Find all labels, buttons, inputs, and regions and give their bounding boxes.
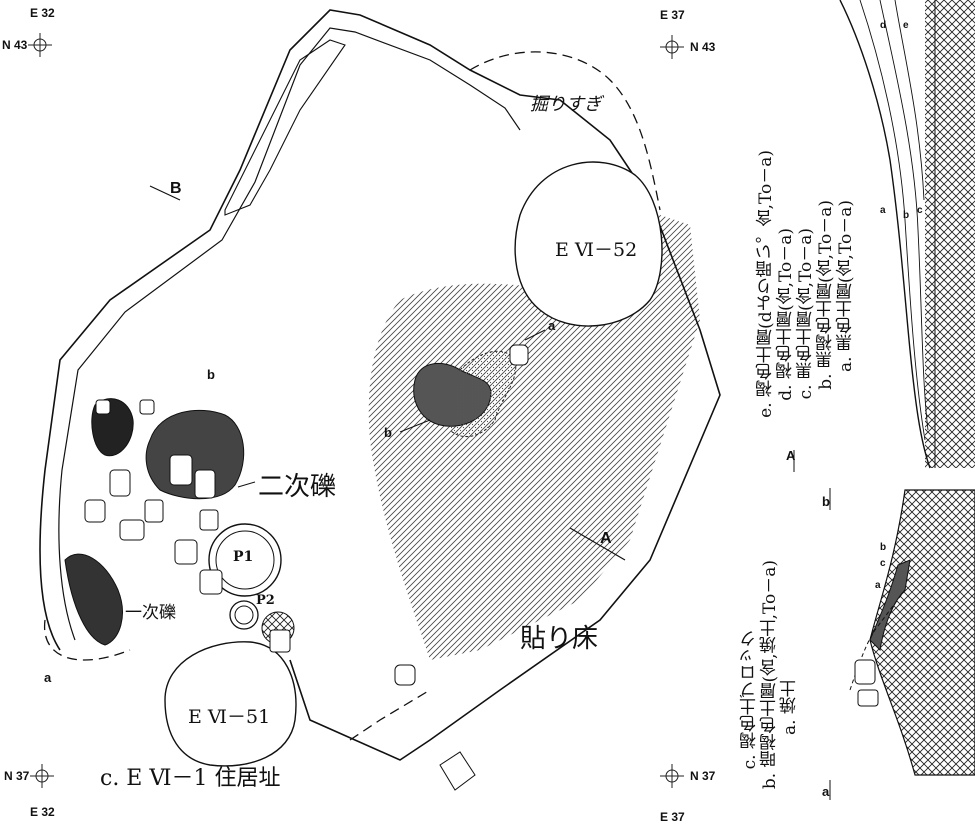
section-layer-a: a <box>880 205 886 216</box>
section-lower-stones <box>854 659 879 707</box>
label-p2: P2 <box>256 593 275 608</box>
section-label-A: A <box>786 448 796 463</box>
grid-label-n37-left: N 37 <box>4 769 30 783</box>
grid-marker-sw <box>30 764 54 788</box>
legend-lower-a: a. 焼土 <box>780 680 800 735</box>
leader-b <box>399 419 431 433</box>
section-label-b: b <box>822 494 830 509</box>
dashed-wall-south <box>349 689 431 741</box>
overdug-boundary <box>469 51 661 211</box>
leader-a <box>524 329 546 341</box>
grid-label-e32-bottom: E 32 <box>30 805 55 819</box>
grid-marker-nw <box>28 33 52 57</box>
section-line-b-marker <box>149 185 181 201</box>
section-lower-fill <box>869 559 911 652</box>
grid-label-n43-right: N 43 <box>690 40 716 54</box>
label-pasted-floor: 貼り床 <box>520 624 599 654</box>
label-pit-evi-51: E Ⅵ－51 <box>188 706 271 728</box>
label-pit-evi-52: E Ⅵ－52 <box>555 239 638 261</box>
section-lower-surface <box>849 589 906 691</box>
label-overdug: 掘りすぎ <box>530 94 602 115</box>
grid-marker-se <box>660 764 684 788</box>
label-point-a-plan: a <box>548 318 556 333</box>
section-line-a-marker <box>569 527 626 561</box>
section-label-a: a <box>822 784 830 799</box>
section-layer-e: e <box>903 20 909 31</box>
label-section-a: A <box>600 530 612 547</box>
section-layer-c: c <box>917 205 923 216</box>
legend-lower-c: c. 褐色土ブロック <box>740 630 760 770</box>
primary-gravel-dark <box>64 553 123 646</box>
grid-label-e37-top: E 37 <box>660 8 685 22</box>
leader-gravel <box>237 481 256 488</box>
section-layer-b: b <box>903 210 910 221</box>
pit-evi-52 <box>514 161 663 327</box>
label-point-b-gravel: b <box>207 367 215 382</box>
grid-label-e32-top: E 32 <box>30 6 55 20</box>
legend-upper-a: a. 黒色土層(含,To－a) <box>836 200 856 373</box>
pasted-floor-area <box>368 215 700 660</box>
dwelling-wall-inner-top <box>224 39 346 216</box>
grid-label-n37-right: N 37 <box>690 769 716 783</box>
legend-upper-e: e. 褐色土層(dより暗い。含,To－a) <box>756 150 776 418</box>
legend-upper-c: c. 黒色土層(含,To－a) <box>796 228 816 400</box>
legend-lower-b: b. 暗褐色土層(含,焼土,To－a) <box>760 560 780 790</box>
section-lower-layer-c: c <box>880 558 886 569</box>
label-p1: P1 <box>233 549 254 565</box>
dwelling-wall-outer <box>39 9 721 761</box>
pit-p2 <box>229 600 259 630</box>
section-lower-layer-b: b <box>880 542 887 553</box>
section-lower-bedrock <box>869 489 975 776</box>
pit-evi-51 <box>164 641 297 767</box>
label-secondary-gravel: 二次礫 <box>258 472 337 502</box>
grid-label-n43-left: N 43 <box>2 38 28 52</box>
figure-title: c. E Ⅵ－1 住居址 <box>100 766 281 791</box>
section-upper-bedrock <box>925 0 975 468</box>
grid-marker-ne <box>660 35 684 59</box>
section-upper-layers <box>859 0 929 441</box>
section-upper-profile <box>839 0 931 469</box>
label-point-a-lower: a <box>44 670 52 685</box>
legend-upper-d: d. 褐色土層(含,To－a) <box>776 228 796 401</box>
stone-group <box>84 344 529 791</box>
section-layer-d: d <box>880 20 887 31</box>
pit-p1 <box>208 523 282 597</box>
label-primary-gravel: 一次礫 <box>125 603 176 623</box>
label-point-b-plan: b <box>384 425 392 440</box>
label-section-b: B <box>170 180 182 197</box>
dwelling-wall-inner <box>58 27 521 641</box>
legend-upper-b: b. 黒褐色土層(含,To－a) <box>816 200 836 390</box>
hearth-halo <box>449 350 517 438</box>
section-lower-layer-a: a <box>875 580 881 591</box>
grid-label-e37-bottom: E 37 <box>660 810 685 824</box>
